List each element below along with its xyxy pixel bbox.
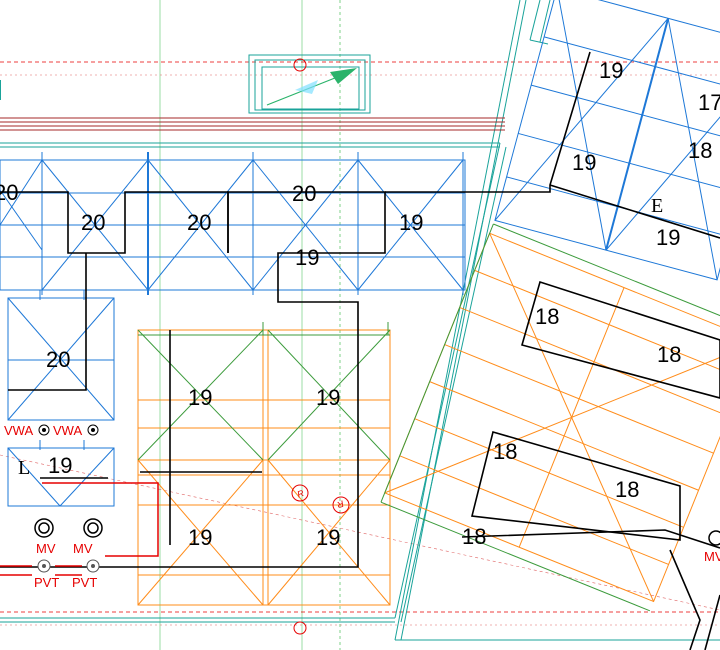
zone-outlines	[0, 51, 720, 650]
equipment-labels: VWA VWA MV MV MV PVT PVT	[4, 423, 720, 590]
zone-label: 18	[535, 304, 559, 329]
mv-symbol	[83, 518, 103, 538]
zone-label: 19	[399, 210, 423, 235]
callout-marker	[332, 496, 350, 514]
zone-label: 19	[188, 525, 212, 550]
section-letters: L E	[18, 195, 663, 479]
panel-array-right	[380, 223, 720, 612]
zone-label: 20	[46, 347, 70, 372]
pvt-label: PVT	[34, 575, 59, 590]
mv-label: MV	[73, 541, 93, 556]
zone-label: 20	[0, 180, 18, 205]
zone-label: 18	[688, 138, 712, 163]
mv-label: MV	[704, 549, 720, 564]
mv-symbol	[708, 530, 720, 546]
mv-symbol	[34, 518, 54, 538]
vwa-symbol	[38, 424, 50, 436]
pvt-label: PVT	[72, 575, 97, 590]
callout-markers	[291, 58, 350, 635]
zone-label: 18	[462, 524, 486, 549]
zone-label: 19	[572, 150, 596, 175]
zone-label: 19	[295, 245, 319, 270]
zone-labels-left: 20 19	[46, 347, 72, 478]
vwa-label: VWA	[53, 423, 82, 438]
zone-label: 19	[48, 453, 72, 478]
zone-label: 19	[316, 385, 340, 410]
vwa-symbol	[87, 424, 99, 436]
zone-label: 20	[187, 210, 211, 235]
zone-label: 19	[656, 225, 680, 250]
callout-marker-labels: R R	[296, 488, 345, 510]
mv-label: MV	[36, 541, 56, 556]
pvt-symbol	[86, 559, 100, 573]
zone-label: 17	[698, 90, 720, 115]
north-arrow-icon	[266, 68, 357, 106]
callout-symbol: R	[335, 498, 345, 510]
zone-label: 19	[599, 58, 623, 83]
drain-marker	[293, 58, 307, 72]
callout-symbol: R	[296, 488, 306, 500]
pvt-symbol	[37, 559, 51, 573]
panel-array-top-row	[0, 152, 466, 295]
zone-labels-top-row: 20 20 20 20 19	[0, 180, 423, 235]
drain-marker	[293, 621, 307, 635]
section-letter: E	[651, 195, 663, 217]
zone-labels-right: 18 18 18 18 18	[462, 304, 681, 549]
zone-label: 20	[292, 181, 316, 206]
zone-labels-top-right: 19 17 18 19 19	[572, 58, 720, 250]
section-letter: L	[18, 457, 30, 479]
roof-edge	[0, 117, 505, 131]
zone-labels-center: 19 19 19 19 19	[188, 245, 340, 550]
zone-label: 18	[657, 342, 681, 367]
callout-marker	[291, 484, 309, 502]
equipment-symbols	[34, 424, 720, 573]
zone-label: 18	[493, 439, 517, 464]
zone-label: 18	[615, 477, 639, 502]
zone-label: 19	[188, 385, 212, 410]
electrical-run	[0, 482, 159, 576]
zone-label: 20	[81, 210, 105, 235]
panel-array-left	[7, 290, 115, 507]
panel-array-center	[137, 322, 391, 606]
vwa-label: VWA	[4, 423, 33, 438]
zone-label: 19	[316, 525, 340, 550]
panel-array-top-right	[494, 0, 720, 281]
